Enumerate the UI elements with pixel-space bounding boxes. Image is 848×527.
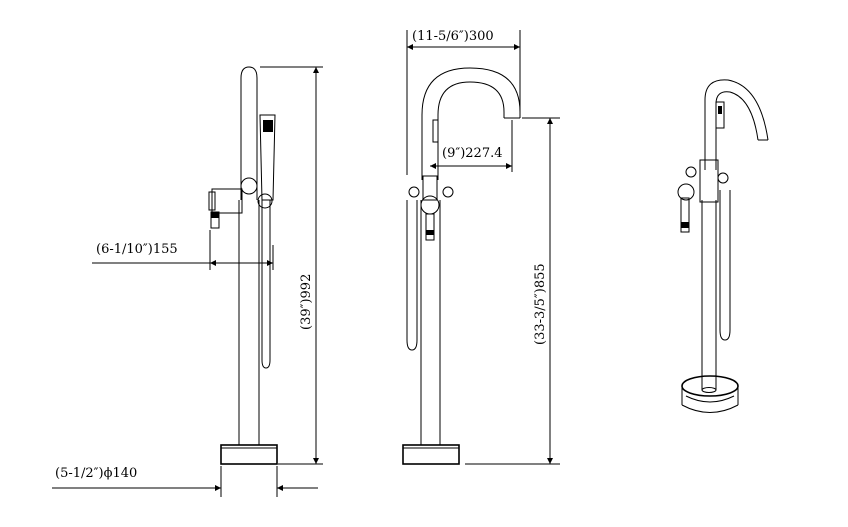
- height-total-label: (39″)992: [299, 274, 314, 330]
- base-diameter-label: (5-1/2″)ϕ140: [55, 466, 137, 481]
- height-spout-label: (33-3/5″)855: [533, 263, 548, 345]
- width-top-label: (11-5/6″)300: [412, 29, 494, 44]
- spout-reach-label: (9″)227.4: [442, 146, 503, 161]
- handle-offset-label: (6-1/10″)155: [96, 242, 178, 257]
- side-view: (39″)992 (6-1/10″)155 (5-1/2″)ϕ140: [52, 66, 323, 497]
- perspective-view: [677, 79, 769, 413]
- front-view: (11-5/6″)300 (9″)227.4 (33-3/5″)855: [402, 29, 560, 465]
